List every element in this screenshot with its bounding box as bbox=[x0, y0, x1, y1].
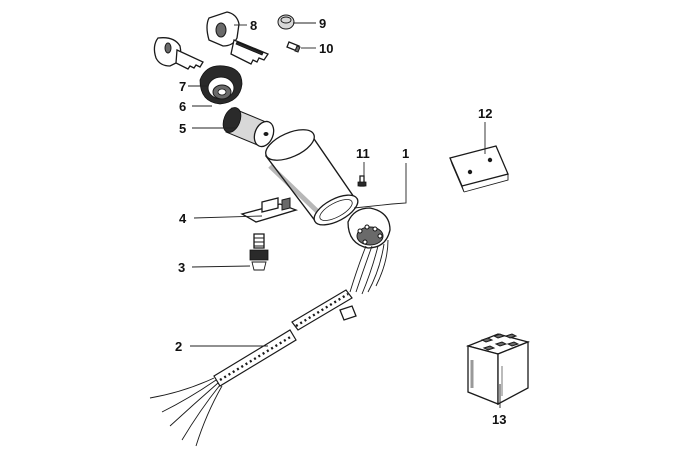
pin-drawing bbox=[286, 41, 301, 53]
screw-drawing bbox=[249, 233, 269, 271]
callout-6: 6 bbox=[179, 99, 186, 114]
leader-4 bbox=[193, 215, 263, 219]
callout-13: 13 bbox=[492, 412, 506, 427]
callout-7: 7 bbox=[179, 79, 186, 94]
callout-12: 12 bbox=[478, 106, 492, 121]
plate-drawing bbox=[449, 145, 509, 193]
small-screw-drawing bbox=[357, 175, 367, 187]
ignition-switch-drawing bbox=[339, 207, 391, 321]
callout-10: 10 bbox=[319, 41, 333, 56]
cap-drawing bbox=[277, 14, 295, 30]
leader-1 bbox=[353, 163, 407, 209]
callout-8: 8 bbox=[250, 18, 257, 33]
bezel-ring-drawing bbox=[199, 65, 243, 105]
callout-5: 5 bbox=[179, 121, 186, 136]
callouts: 1 2 3 4 5 6 7 8 9 10 11 12 13 bbox=[175, 16, 506, 427]
leader-lines bbox=[188, 22, 501, 408]
key-small-drawing bbox=[153, 37, 204, 70]
cable-harness-drawing bbox=[149, 289, 353, 447]
relay-drawing bbox=[465, 333, 531, 406]
key-large-drawing bbox=[206, 11, 269, 65]
callout-4: 4 bbox=[179, 211, 187, 226]
leader-3 bbox=[191, 265, 251, 268]
lock-cylinder-drawing bbox=[222, 107, 275, 148]
callout-3: 3 bbox=[178, 260, 185, 275]
callout-9: 9 bbox=[319, 16, 326, 31]
sleeve-tube-drawing bbox=[264, 129, 359, 226]
callout-2: 2 bbox=[175, 339, 182, 354]
callout-11: 11 bbox=[356, 146, 370, 161]
callout-1: 1 bbox=[402, 146, 409, 161]
bracket-drawing bbox=[240, 197, 299, 223]
